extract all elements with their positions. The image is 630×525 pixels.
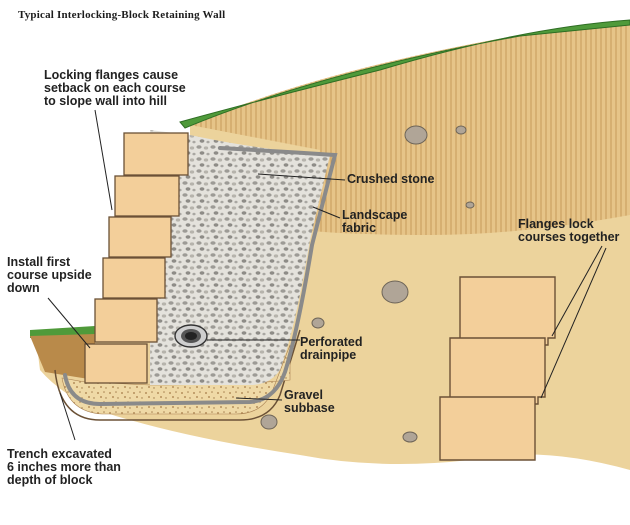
- wall-block-4: [108, 216, 172, 258]
- leader-lines: [47, 109, 607, 441]
- leader-flanges-2: [540, 247, 607, 399]
- landscape-fabric: [63, 146, 338, 407]
- wall-blocks: [84, 132, 189, 384]
- wall-block-1: [84, 343, 148, 384]
- wall-block-6: [123, 132, 189, 176]
- hill-grass: [179, 19, 630, 129]
- soil-rocks: [260, 125, 475, 443]
- ground-soil-left: [30, 334, 95, 380]
- leader-flanges-1: [551, 245, 603, 337]
- diagram-title: Typical Interlocking-Block Retaining Wal…: [18, 9, 226, 21]
- label-gravel-subbase: Gravel subbase: [284, 388, 335, 415]
- label-crushed-stone: Crushed stone: [347, 172, 435, 186]
- detail-block-middle: [449, 337, 546, 405]
- label-trench-excavated: Trench excavated 6 inches more than dept…: [7, 447, 121, 487]
- leader-gravel: [235, 397, 283, 401]
- leader-crushed-stone: [257, 173, 346, 181]
- label-flanges-lock: Flanges lock courses together: [518, 217, 620, 244]
- detail-blocks: [439, 276, 556, 461]
- wall-block-3: [102, 257, 166, 299]
- label-perforated-drainpipe: Perforated drainpipe: [300, 335, 363, 362]
- label-landscape-fabric: Landscape fabric: [342, 208, 408, 235]
- leader-install-first: [47, 297, 91, 349]
- label-locking-flanges: Locking flanges cause setback on each co…: [44, 68, 186, 108]
- label-install-first-course: Install first course upside down: [7, 255, 92, 295]
- detail-block-bottom: [439, 396, 536, 461]
- detail-block-top: [459, 276, 556, 346]
- crushed-stone: [150, 130, 330, 385]
- leader-trench: [59, 392, 76, 441]
- wall-block-2: [94, 298, 158, 343]
- leader-locking-flanges: [94, 109, 113, 211]
- leader-landscape-fabric: [312, 206, 341, 219]
- wall-block-5: [114, 175, 180, 217]
- perforated-drainpipe: [174, 324, 208, 348]
